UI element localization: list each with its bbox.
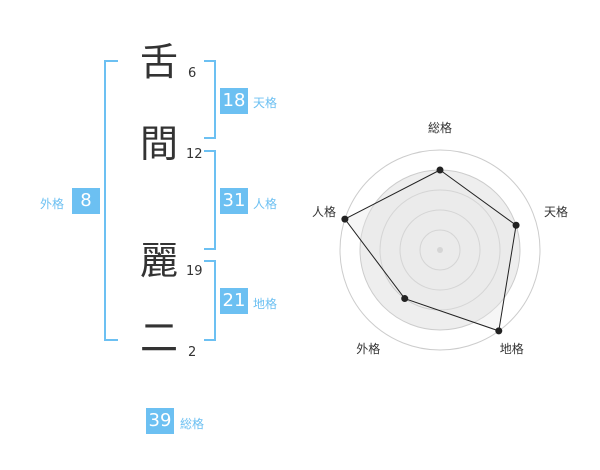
radar-axis-label-2: 天格	[544, 205, 569, 220]
name-char-1: 舌	[140, 40, 179, 84]
name-char-3: 麗	[140, 239, 179, 283]
radar-series-polygon	[344, 169, 517, 332]
radar-point-2	[512, 221, 520, 229]
chikaku-label: 地格	[253, 297, 278, 311]
radar-center	[437, 247, 443, 253]
stroke-count-4: 2	[188, 345, 197, 360]
radar-point-1	[436, 166, 444, 174]
radar-ring-1	[419, 229, 461, 271]
jinkaku-bracket	[204, 150, 216, 250]
radar-axis-label-5: 人格	[311, 205, 336, 220]
jinkaku-value-badge: 31	[220, 188, 248, 214]
name-char-4: 二	[140, 316, 179, 360]
radar-axis-label-4: 外格	[356, 341, 381, 356]
jinkaku-label: 人格	[253, 197, 278, 211]
name-char-2: 間	[140, 122, 179, 166]
gaikaku-value-badge: 8	[72, 188, 100, 214]
gaikaku-label: 外格	[40, 197, 65, 211]
radar-point-5	[341, 215, 349, 223]
gaikaku-bracket	[104, 60, 118, 341]
stroke-count-1: 6	[188, 66, 197, 81]
chikaku-value-badge: 21	[220, 288, 248, 314]
chikaku-bracket	[204, 260, 216, 341]
tenkaku-bracket	[204, 60, 216, 139]
tenkaku-value-badge: 18	[220, 88, 248, 114]
radar-ring-3	[379, 189, 501, 311]
stroke-count-2: 12	[186, 147, 203, 162]
radar-point-3	[495, 327, 503, 335]
stroke-count-3: 19	[186, 264, 203, 279]
radar-axis-label-3: 地格	[499, 341, 524, 356]
tenkaku-label: 天格	[253, 96, 278, 110]
radar-ring-2	[399, 209, 481, 291]
soukaku-value-badge: 39	[146, 408, 174, 434]
soukaku-label: 総格	[180, 417, 205, 431]
radar-axis-label-1: 総格	[428, 121, 453, 135]
radar-point-4	[401, 295, 409, 303]
